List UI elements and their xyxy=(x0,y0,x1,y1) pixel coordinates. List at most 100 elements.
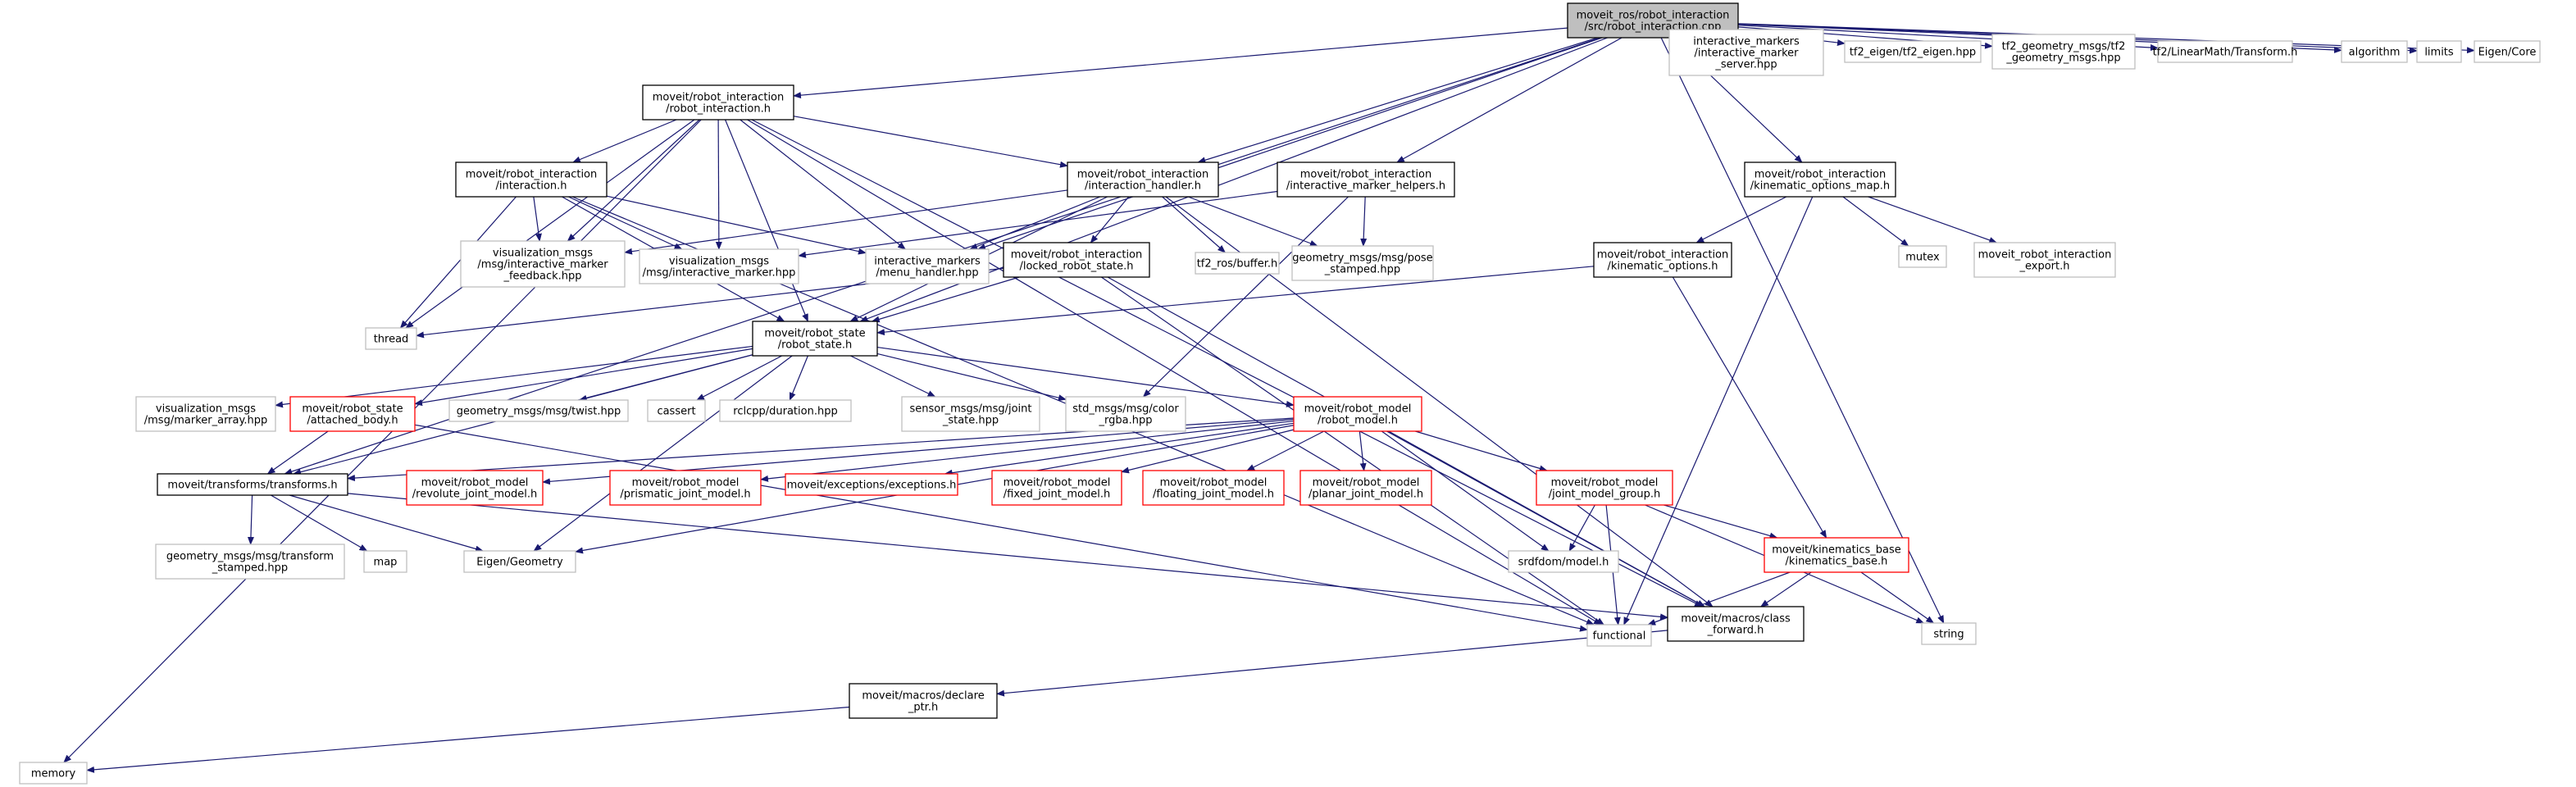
node-label: /floating_joint_model.h xyxy=(1153,489,1274,501)
node-string[interactable]: string xyxy=(1921,622,1977,645)
node-label: tf2_geometry_msgs/tf2 xyxy=(2002,41,2126,53)
edge-ihandler_h-to-vis_imf xyxy=(624,189,1068,255)
node-tf2ros[interactable]: tf2_ros/buffer.h xyxy=(1195,252,1280,275)
node-pjm_h[interactable]: moveit/robot_model/prismatic_joint_model… xyxy=(609,470,762,506)
node-cassert[interactable]: cassert xyxy=(647,399,706,422)
node-box xyxy=(455,161,608,198)
node-ko_h[interactable]: moveit/robot_interaction/kinematic_optio… xyxy=(1593,242,1732,278)
node-thread[interactable]: thread xyxy=(365,327,417,350)
node-interaction_h[interactable]: moveit/robot_interaction/interaction.h xyxy=(455,161,608,198)
node-eigengeo[interactable]: Eigen/Geometry xyxy=(463,550,576,573)
node-memory[interactable]: memory xyxy=(19,762,88,785)
node-label: /planar_joint_model.h xyxy=(1308,489,1423,501)
edge-root-to-imhelpers_h xyxy=(1396,37,1623,163)
node-limits[interactable]: limits xyxy=(2416,40,2462,63)
node-eigencore[interactable]: Eigen/Core xyxy=(2474,40,2541,63)
node-box xyxy=(1844,40,1982,63)
node-kom_h[interactable]: moveit/robot_interaction/kinematic_optio… xyxy=(1744,161,1896,198)
node-ims_hpp[interactable]: interactive_markers/interactive_marker_s… xyxy=(1668,29,1824,76)
node-rs_h[interactable]: moveit/robot_state/robot_state.h xyxy=(752,321,878,357)
node-rjm_h[interactable]: moveit/robot_model/revolute_joint_model.… xyxy=(406,470,544,506)
edge-ri_h-to-functional xyxy=(747,119,1602,626)
edge-ri_h-to-interaction_h xyxy=(572,119,677,163)
node-sm_js[interactable]: sensor_msgs/msg/joint_state.hpp xyxy=(901,396,1040,432)
node-kb_h[interactable]: moveit/kinematics_base/kinematics_base.h xyxy=(1764,537,1909,573)
node-label: moveit/robot_model xyxy=(1313,477,1420,489)
node-label: _export.h xyxy=(2019,261,2070,273)
node-box xyxy=(1195,252,1280,275)
node-ri_h[interactable]: moveit/robot_interaction/robot_interacti… xyxy=(642,84,794,121)
node-label: algorithm xyxy=(2349,47,2401,59)
node-box xyxy=(1299,470,1432,506)
node-box xyxy=(406,470,544,506)
node-vis_imf[interactable]: visualization_msgs/msg/interactive_marke… xyxy=(460,240,626,288)
node-fljm_h[interactable]: moveit/robot_model/floating_joint_model.… xyxy=(1142,470,1285,506)
node-box xyxy=(1991,34,2136,70)
node-label: _server.hpp xyxy=(1714,59,1777,71)
node-mutex[interactable]: mutex xyxy=(1898,245,1947,268)
node-srdf[interactable]: srdfdom/model.h xyxy=(1508,550,1619,573)
node-label: moveit/robot_interaction xyxy=(653,92,785,104)
node-label: moveit/robot_model xyxy=(1304,403,1412,416)
node-label: /locked_robot_state.h xyxy=(1019,261,1133,273)
edge-imhelpers_h-to-vis_im xyxy=(798,190,1278,258)
node-box xyxy=(1508,550,1619,573)
node-label: _geometry_msgs.hpp xyxy=(2005,52,2120,65)
node-class_fwd[interactable]: moveit/macros/class_forward.h xyxy=(1667,606,1805,642)
edge-decl_ptr-to-memory xyxy=(86,706,850,773)
node-pljm_h[interactable]: moveit/robot_model/planar_joint_model.h xyxy=(1299,470,1432,506)
node-gm_ts[interactable]: geometry_msgs/msg/transform_stamped.hpp xyxy=(155,544,345,580)
edge-kom_h-to-mutex xyxy=(1842,196,1909,247)
node-mri_export[interactable]: moveit_robot_interaction_export.h xyxy=(1973,242,2116,278)
node-algorithm[interactable]: algorithm xyxy=(2341,40,2408,63)
node-label: geometry_msgs/msg/transform xyxy=(166,551,334,563)
node-ihandler_h[interactable]: moveit/robot_interaction/interaction_han… xyxy=(1067,161,1219,198)
node-tf2lm[interactable]: tf2/LinearMath/Transform.h xyxy=(2153,40,2298,63)
node-lrs_h[interactable]: moveit/robot_interaction/locked_robot_st… xyxy=(1003,242,1150,278)
node-box xyxy=(1003,242,1150,278)
edge-jmg_h-to-srdf xyxy=(1568,504,1595,552)
node-box xyxy=(157,473,348,496)
node-vis_im[interactable]: visualization_msgs/msg/interactive_marke… xyxy=(639,248,799,284)
edge-rm_h-to-fljm_h xyxy=(1246,430,1325,471)
node-functional[interactable]: functional xyxy=(1586,624,1652,647)
node-imhelpers_h[interactable]: moveit/robot_interaction/interactive_mar… xyxy=(1277,161,1455,198)
edge-rs_h-to-ab_h xyxy=(414,348,753,407)
node-tf2eigen[interactable]: tf2_eigen/tf2_eigen.hpp xyxy=(1844,40,1982,63)
edge-ab_h-to-tr_h xyxy=(266,430,329,475)
node-label: /joint_model_group.h xyxy=(1549,489,1661,501)
node-std_color[interactable]: std_msgs/msg/color_rgba.hpp xyxy=(1065,396,1186,432)
node-ab_h[interactable]: moveit/robot_state/attached_body.h xyxy=(289,396,416,432)
node-im_menu[interactable]: interactive_markers/menu_handler.hpp xyxy=(865,248,990,284)
node-label: tf2/LinearMath/Transform.h xyxy=(2153,47,2298,59)
node-rm_h[interactable]: moveit/robot_model/robot_model.h xyxy=(1293,396,1422,432)
node-fjm_h[interactable]: moveit/robot_model/fixed_joint_model.h xyxy=(991,470,1122,506)
node-label: /msg/interactive_marker.hpp xyxy=(643,267,796,280)
node-rcl_dur[interactable]: rclcpp/duration.hpp xyxy=(719,399,852,422)
node-exc_h[interactable]: moveit/exceptions/exceptions.h xyxy=(785,473,958,496)
node-label: string xyxy=(1933,629,1964,641)
node-label: moveit/robot_model xyxy=(1004,477,1111,489)
node-tf2gm[interactable]: tf2_geometry_msgs/tf2_geometry_msgs.hpp xyxy=(1991,34,2136,70)
node-label: thread xyxy=(374,334,409,346)
node-decl_ptr[interactable]: moveit/macros/declare_ptr.h xyxy=(849,683,998,719)
node-tr_h[interactable]: moveit/transforms/transforms.h xyxy=(157,473,348,496)
node-label: rclcpp/duration.hpp xyxy=(733,406,837,418)
node-label: visualization_msgs xyxy=(156,403,256,416)
node-label: moveit/robot_interaction xyxy=(1755,169,1886,181)
node-box xyxy=(785,473,958,496)
node-label: limits xyxy=(2424,47,2454,59)
node-gm_ps[interactable]: geometry_msgs/msg/pose_stamped.hpp xyxy=(1291,245,1434,281)
edge-ko_h-to-rs_h xyxy=(876,266,1595,336)
edge-rm_h-to-exc_h xyxy=(944,422,1295,476)
node-map[interactable]: map xyxy=(363,550,407,573)
edge-root-to-im_menu xyxy=(977,37,1603,250)
node-label: moveit/kinematics_base xyxy=(1772,544,1901,557)
node-box xyxy=(991,470,1122,506)
node-label: moveit/robot_state xyxy=(302,403,403,416)
node-gm_twist[interactable]: geometry_msgs/msg/twist.hpp xyxy=(448,399,629,422)
node-jmg_h[interactable]: moveit/robot_model/joint_model_group.h xyxy=(1536,470,1673,506)
node-box xyxy=(1293,396,1422,432)
node-box xyxy=(1536,470,1673,506)
node-vis_ma[interactable]: visualization_msgs/msg/marker_array.hpp xyxy=(135,396,276,432)
